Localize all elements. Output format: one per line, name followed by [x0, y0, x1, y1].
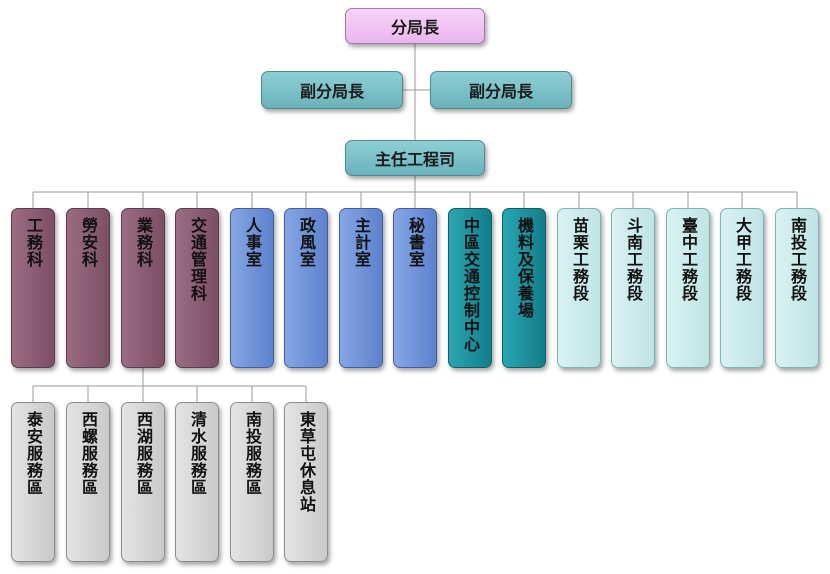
service-area-label: 南投服務區 — [243, 411, 262, 496]
chief-engineer-box: 主任工程司 — [345, 140, 485, 176]
unit-dajia-section: 大甲工務段 — [720, 208, 764, 368]
unit-label: 中區交通控制中心 — [461, 217, 480, 353]
unit-labor-safety-division: 勞安科 — [66, 208, 110, 368]
deputy-director-label: 副分局長 — [468, 82, 533, 101]
unit-label: 臺中工務段 — [679, 217, 698, 302]
unit-label: 秘書室 — [406, 217, 425, 268]
unit-business-division: 業務科 — [121, 208, 165, 368]
unit-dounan-section: 斗南工務段 — [611, 208, 655, 368]
director-label: 分局長 — [390, 18, 439, 37]
service-area-label: 清水服務區 — [188, 411, 207, 496]
service-area-qingshui: 清水服務區 — [175, 402, 219, 562]
chief-engineer-label: 主任工程司 — [374, 150, 455, 169]
unit-traffic-management-division: 交通管理科 — [175, 208, 219, 368]
unit-taichung-section: 臺中工務段 — [666, 208, 710, 368]
unit-label: 交通管理科 — [188, 217, 207, 302]
deputy-director-box-1: 副分局長 — [261, 71, 403, 109]
unit-engineering-division: 工務科 — [11, 208, 55, 368]
unit-label: 政風室 — [297, 217, 316, 268]
service-area-label: 泰安服務區 — [24, 411, 43, 496]
director-box: 分局長 — [345, 8, 485, 44]
unit-label: 工務科 — [24, 217, 43, 268]
unit-secretariat: 秘書室 — [393, 208, 437, 368]
deputy-director-box-2: 副分局長 — [430, 71, 572, 109]
unit-label: 業務科 — [134, 217, 153, 268]
service-area-nantou: 南投服務區 — [230, 402, 274, 562]
unit-ethics-office: 政風室 — [284, 208, 328, 368]
unit-miaoli-section: 苗栗工務段 — [557, 208, 601, 368]
unit-nantou-section: 南投工務段 — [775, 208, 819, 368]
service-area-label: 西湖服務區 — [134, 411, 153, 496]
service-area-xihu: 西湖服務區 — [121, 402, 165, 562]
deputy-director-label: 副分局長 — [299, 82, 364, 101]
unit-personnel-office: 人事室 — [230, 208, 274, 368]
service-area-label: 東草屯休息站 — [297, 411, 316, 513]
unit-label: 人事室 — [243, 217, 262, 268]
unit-label: 大甲工務段 — [733, 217, 752, 302]
unit-label: 斗南工務段 — [624, 217, 643, 302]
service-area-label: 西螺服務區 — [79, 411, 98, 496]
unit-label: 勞安科 — [79, 217, 98, 268]
unit-label: 南投工務段 — [788, 217, 807, 302]
unit-machinery-maintenance-yard: 機料及保養場 — [502, 208, 546, 368]
unit-traffic-control-center: 中區交通控制中心 — [448, 208, 492, 368]
unit-label: 主計室 — [352, 217, 371, 268]
unit-accounting-office: 主計室 — [339, 208, 383, 368]
service-area-taian: 泰安服務區 — [11, 402, 55, 562]
service-area-xiluo: 西螺服務區 — [66, 402, 110, 562]
unit-label: 機料及保養場 — [515, 217, 534, 319]
unit-label: 苗栗工務段 — [570, 217, 589, 302]
rest-stop-east-caotun: 東草屯休息站 — [284, 402, 328, 562]
